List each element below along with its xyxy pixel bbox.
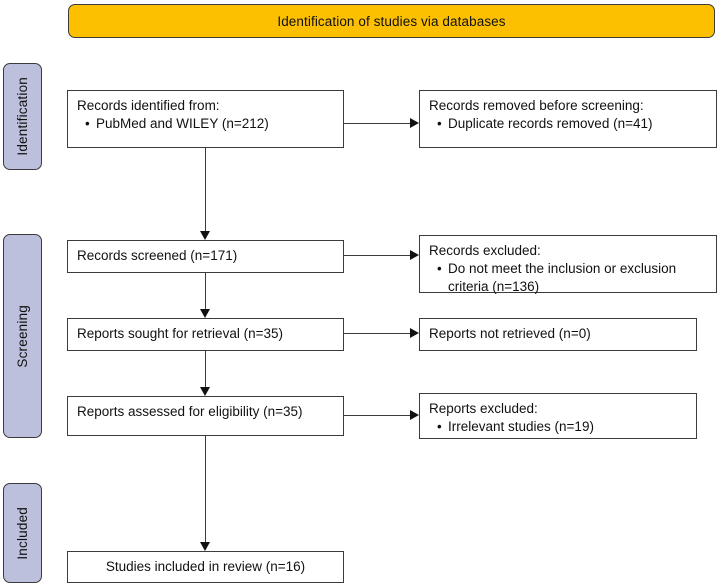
box-reports-excluded-bullets: Irrelevant studies (n=19): [429, 418, 687, 436]
list-item: Do not meet the inclusion or exclusion c…: [437, 260, 707, 296]
stage-label-screening-text: Screening: [15, 304, 30, 368]
box-records-screened: Records screened (n=171): [67, 240, 344, 273]
connector-identified-to-removed: [344, 123, 411, 124]
arrowhead-down-to-screened: [200, 231, 210, 240]
list-item: PubMed and WILEY (n=212): [85, 115, 334, 133]
box-records-removed: Records removed before screening: Duplic…: [419, 90, 717, 148]
box-records-identified-bullets: PubMed and WILEY (n=212): [77, 115, 334, 133]
arrowhead-right-to-not-retrieved: [410, 328, 419, 338]
arrowhead-down-to-sought: [200, 309, 210, 318]
stage-label-identification: Identification: [3, 63, 42, 170]
banner-identification-via-databases: Identification of studies via databases: [68, 4, 715, 38]
connector-screened-to-sought: [205, 273, 206, 310]
box-reports-not-retrieved-heading: Reports not retrieved (n=0): [429, 326, 591, 341]
connector-assessed-to-included: [205, 436, 206, 543]
box-records-removed-heading: Records removed before screening:: [429, 98, 644, 113]
arrowhead-down-to-assessed: [200, 387, 210, 396]
stage-label-included: Included: [3, 483, 42, 583]
stage-label-screening: Screening: [3, 234, 42, 438]
list-item: Irrelevant studies (n=19): [437, 418, 687, 436]
box-reports-sought: Reports sought for retrieval (n=35): [67, 318, 344, 351]
box-records-excluded: Records excluded: Do not meet the inclus…: [419, 235, 717, 296]
stage-label-identification-text: Identification: [15, 77, 30, 156]
box-reports-assessed-heading: Reports assessed for eligibility (n=35): [77, 404, 303, 419]
arrowhead-right-to-excluded: [410, 250, 419, 260]
connector-sought-to-not-retrieved: [344, 333, 411, 334]
arrowhead-right-to-removed: [410, 118, 419, 128]
arrowhead-right-to-reports-excluded: [410, 410, 419, 420]
box-records-identified: Records identified from: PubMed and WILE…: [67, 90, 344, 148]
box-records-screened-heading: Records screened (n=171): [77, 248, 238, 263]
box-reports-excluded: Reports excluded: Irrelevant studies (n=…: [419, 393, 697, 439]
box-records-excluded-bullets: Do not meet the inclusion or exclusion c…: [429, 260, 707, 296]
box-reports-sought-heading: Reports sought for retrieval (n=35): [77, 326, 283, 341]
connector-sought-to-assessed: [205, 351, 206, 388]
list-item: Duplicate records removed (n=41): [437, 115, 707, 133]
connector-screened-to-excluded: [344, 255, 411, 256]
box-studies-included-heading: Studies included in review (n=16): [105, 559, 306, 574]
connector-assessed-to-reports-excluded: [344, 415, 411, 416]
arrowhead-down-to-included: [200, 542, 210, 551]
box-records-identified-heading: Records identified from:: [77, 98, 220, 113]
banner-title: Identification of studies via databases: [277, 13, 506, 29]
box-reports-assessed: Reports assessed for eligibility (n=35): [67, 396, 344, 436]
box-reports-excluded-heading: Reports excluded:: [429, 401, 538, 416]
connector-identified-to-screened: [205, 148, 206, 232]
box-records-removed-bullets: Duplicate records removed (n=41): [429, 115, 707, 133]
stage-label-included-text: Included: [15, 506, 30, 560]
box-reports-not-retrieved: Reports not retrieved (n=0): [419, 318, 697, 351]
box-records-excluded-heading: Records excluded:: [429, 243, 541, 258]
box-studies-included: Studies included in review (n=16): [67, 551, 344, 583]
